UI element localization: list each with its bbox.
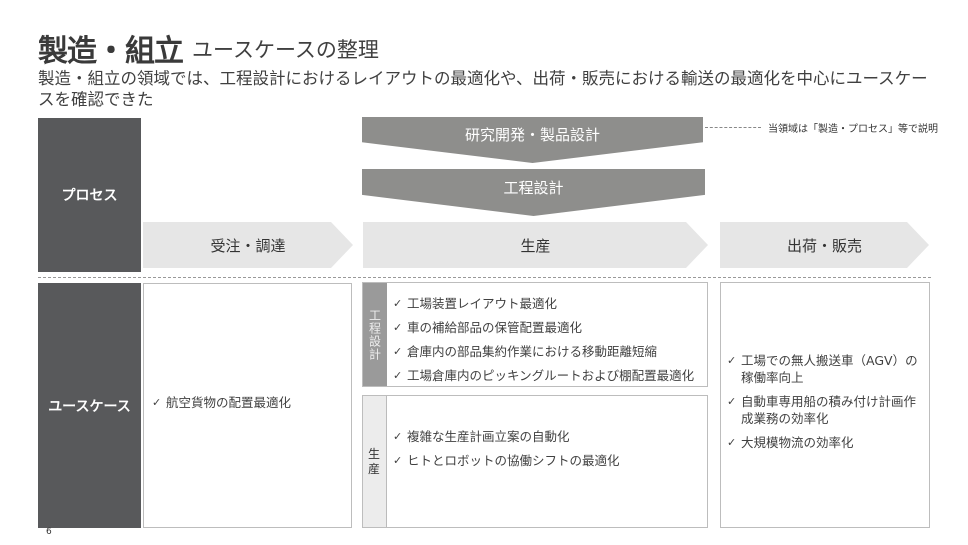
list-item: 航空貨物の配置最適化 [150, 394, 291, 411]
list-item: 車の補給部品の保管配置最適化 [391, 319, 694, 336]
engineering-arrow: 工程設計 [362, 169, 705, 216]
row-label-process: プロセス [38, 118, 141, 272]
production-label: 生産 [363, 396, 387, 527]
page-number: 6 [46, 527, 52, 537]
list-item: 工場倉庫内のピッキングルートおよび棚配置最適化 [391, 367, 694, 384]
usecase-production-box: 生産 複雑な生産計画立案の自動化 ヒトとロボットの協働シフトの最適化 [362, 395, 708, 528]
page-title: 製造・組立 [38, 34, 184, 69]
lead-text: 製造・組立の領域では、工程設計におけるレイアウトの最適化や、出荷・販売における輸… [38, 69, 928, 109]
usecase-engineering-box: 工程設計 工場装置レイアウト最適化 車の補給部品の保管配置最適化 倉庫内の部品集… [362, 282, 708, 387]
list-item: ヒトとロボットの協働シフトの最適化 [391, 452, 620, 469]
scope-note: 当領域は「製造・プロセス」等で説明 [768, 124, 938, 135]
rnd-arrow: 研究開発・製品設計 [362, 117, 703, 163]
stage-shipping: 出荷・販売 [720, 222, 929, 268]
list-item: 工場装置レイアウト最適化 [391, 295, 694, 312]
note-connector [705, 127, 761, 128]
usecase-procurement-box: 航空貨物の配置最適化 [143, 283, 352, 528]
list-item: 自動車専用船の積み付け計画作成業務の効率化 [725, 393, 925, 427]
page-subtitle: ユースケースの整理 [192, 38, 379, 62]
engineering-label: 工程設計 [363, 283, 387, 386]
list-item: 大規模物流の効率化 [725, 434, 925, 451]
list-item: 工場での無人搬送車（AGV）の稼働率向上 [725, 352, 925, 386]
production-label-text: 生産 [367, 446, 381, 476]
list-item: 複雑な生産計画立案の自動化 [391, 428, 620, 445]
section-divider [38, 277, 931, 278]
row-label-usecase: ユースケース [38, 283, 141, 528]
list-item: 倉庫内の部品集約作業における移動距離短縮 [391, 343, 694, 360]
stage-procurement: 受注・調達 [143, 222, 353, 268]
usecase-shipping-box: 工場での無人搬送車（AGV）の稼働率向上 自動車専用船の積み付け計画作成業務の効… [720, 282, 930, 528]
stage-production: 生産 [363, 222, 708, 268]
